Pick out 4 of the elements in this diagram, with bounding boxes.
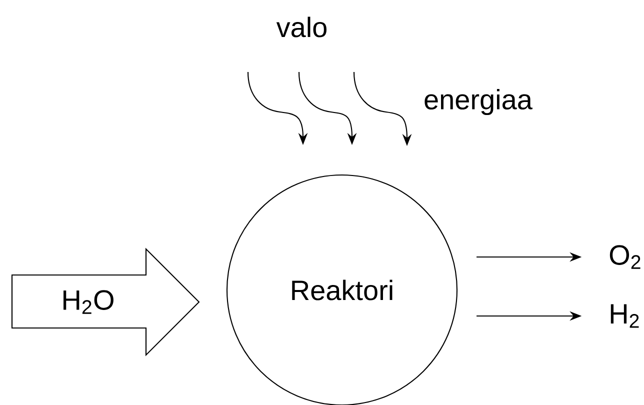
annotation-label: energiaa	[424, 88, 532, 116]
product-label: H$_{2}$	[610, 304, 639, 328]
annotation-label: valo	[276, 16, 326, 38]
product-label: O$_{2}$	[610, 245, 640, 269]
